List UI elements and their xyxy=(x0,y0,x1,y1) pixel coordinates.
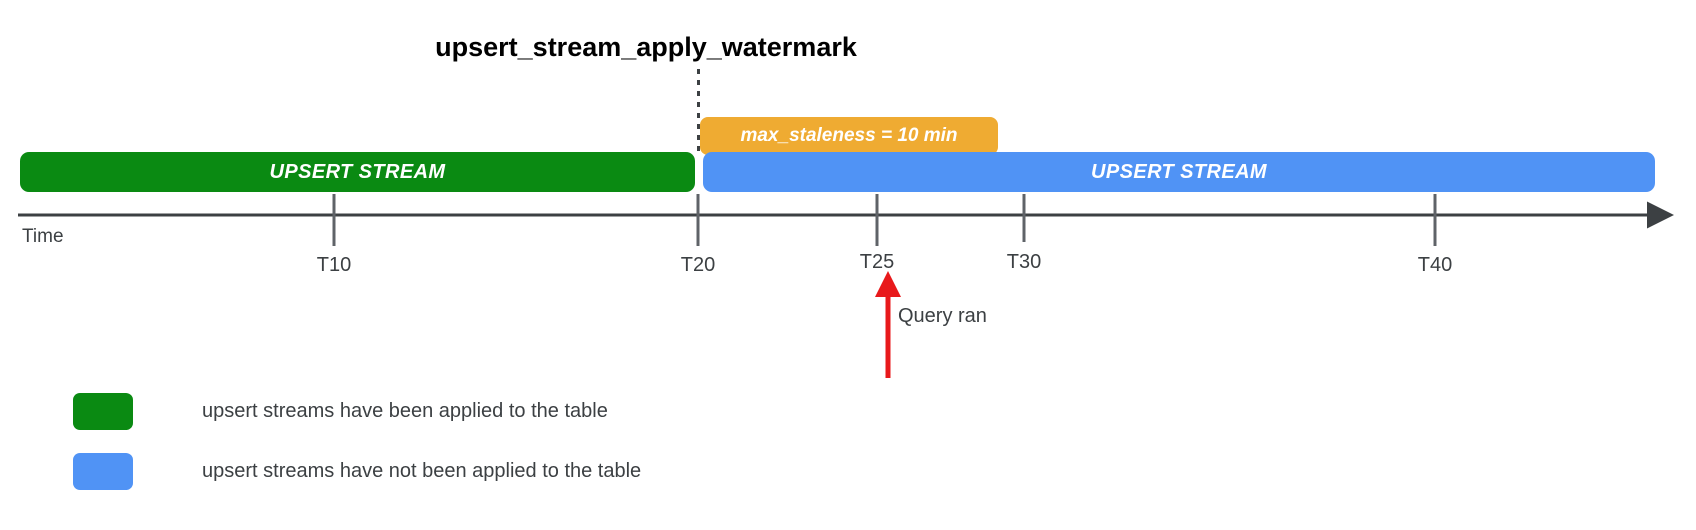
time-axis-label: Time xyxy=(22,226,64,247)
upsert-stream-bar-not-applied-label: UPSERT STREAM xyxy=(1091,160,1267,183)
upsert-stream-bar-not-applied: UPSERT STREAM xyxy=(703,152,1655,192)
max-staleness-label: max_staleness = 10 min xyxy=(740,125,958,146)
tick-label-t30: T30 xyxy=(1006,251,1042,273)
tick-label-t20: T20 xyxy=(680,254,716,276)
max-staleness-span: max_staleness = 10 min xyxy=(700,117,998,155)
legend-label-not-applied: upsert streams have not been applied to … xyxy=(202,459,642,482)
legend-swatch-applied xyxy=(73,392,133,430)
tick-marks xyxy=(332,194,1437,246)
tick-label-t25: T25 xyxy=(859,251,895,273)
query-ran-label: Query ran xyxy=(898,305,987,327)
legend-item-not-applied: upsert streams have not been applied to … xyxy=(73,441,641,501)
legend-label-applied: upsert streams have been applied to the … xyxy=(202,399,608,422)
page-title: upsert_stream_apply_watermark xyxy=(435,32,857,62)
legend-swatch-not-applied xyxy=(73,452,133,490)
watermark-dotted-line xyxy=(697,69,700,157)
legend-item-applied: upsert streams have been applied to the … xyxy=(73,381,641,441)
tick-label-t40: T40 xyxy=(1417,254,1453,276)
upsert-stream-bar-applied-label: UPSERT STREAM xyxy=(269,160,446,183)
tick-label-t10: T10 xyxy=(316,254,352,276)
upsert-stream-bar-applied: UPSERT STREAM xyxy=(20,152,695,192)
legend: upsert streams have been applied to the … xyxy=(73,381,641,501)
